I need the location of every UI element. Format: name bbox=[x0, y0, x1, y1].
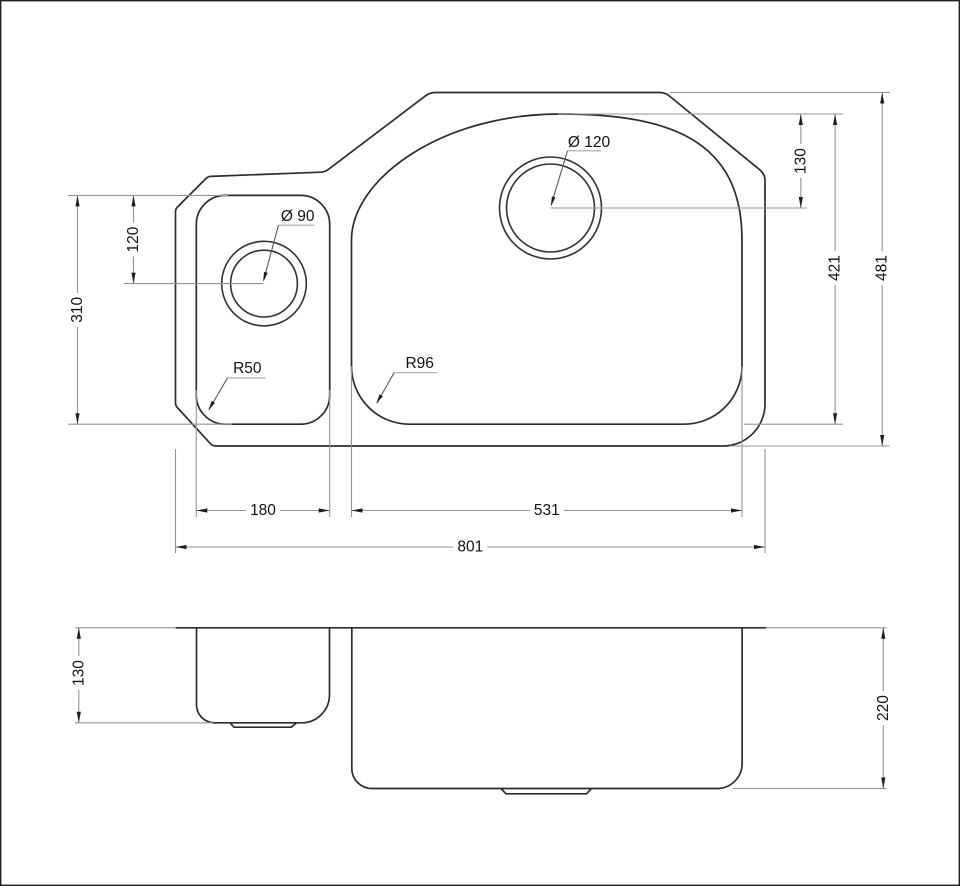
label-large-bowl-radius: R96 bbox=[405, 355, 433, 372]
extension-lines bbox=[68, 91, 890, 790]
dim-large-bowl-height: 421 bbox=[827, 255, 844, 281]
large-bowl-section-profile bbox=[350, 627, 743, 790]
dim-large-bowl-depth: 220 bbox=[875, 695, 892, 721]
dim-small-drain-offset: 120 bbox=[125, 226, 142, 252]
dimension-lines bbox=[68, 91, 890, 790]
dim-small-bowl-height: 310 bbox=[69, 296, 86, 322]
label-small-bowl-radius: R50 bbox=[233, 360, 262, 377]
dim-small-bowl-depth: 130 bbox=[70, 660, 87, 686]
label-underlines bbox=[227, 150, 601, 379]
side-view bbox=[175, 626, 766, 795]
dimension-lines-segments bbox=[76, 92, 884, 789]
small-bowl-drain-lip bbox=[229, 722, 297, 729]
dimension-labels: 310 120 130 421 481 130 220 180 531 801 … bbox=[69, 134, 892, 721]
dim-overall-height: 481 bbox=[874, 255, 891, 281]
dim-large-drain-offset: 130 bbox=[792, 148, 809, 174]
large-bowl-drain-lip bbox=[500, 787, 593, 795]
dim-small-bowl-width: 180 bbox=[250, 502, 276, 519]
small-bowl-outline bbox=[195, 194, 331, 426]
dim-overall-width: 801 bbox=[457, 539, 483, 556]
plan-view bbox=[174, 91, 766, 447]
small-bowl-section-profile bbox=[195, 627, 331, 724]
leader-lines bbox=[208, 150, 569, 410]
sink-outer-rim-outline bbox=[174, 91, 766, 447]
label-large-drain-diameter: Ø 120 bbox=[568, 134, 611, 151]
label-small-drain-diameter: Ø 90 bbox=[281, 208, 315, 225]
large-bowl-outline bbox=[350, 113, 743, 426]
dim-large-bowl-width: 531 bbox=[534, 502, 560, 519]
